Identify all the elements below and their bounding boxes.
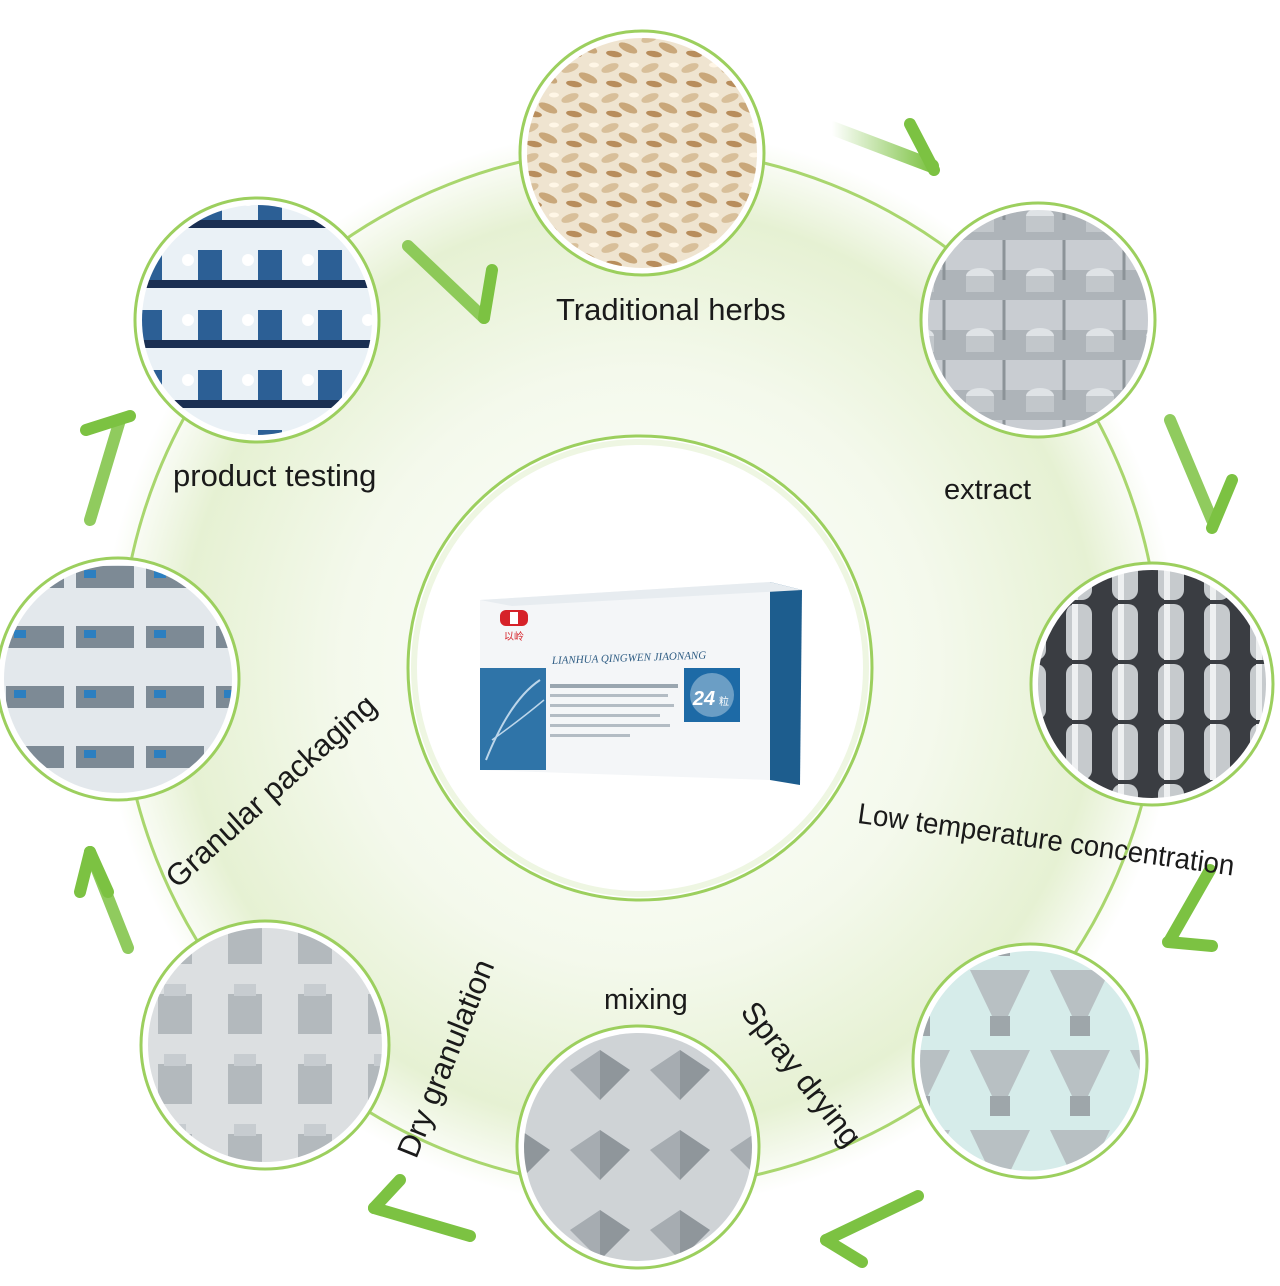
arrow-concentration-to-spray bbox=[1162, 864, 1218, 952]
arrow-granulation-to-packaging bbox=[74, 846, 134, 954]
label-mixing: mixing bbox=[604, 984, 688, 1016]
photo-granular-packaging bbox=[0, 556, 241, 802]
photo-low-temperature-concentration bbox=[1029, 561, 1275, 807]
label-product-testing: product testing bbox=[173, 458, 377, 493]
brand-logo: 以岭 bbox=[500, 610, 528, 643]
arrow-extract-to-concentration bbox=[1164, 414, 1238, 534]
photo-extract bbox=[919, 201, 1157, 439]
badge-number: 24 bbox=[692, 688, 715, 710]
photo-mixing bbox=[515, 1024, 761, 1270]
photo-dry-granulation bbox=[139, 919, 391, 1171]
box-title: LIANHUA QINGWEN JIAONANG bbox=[551, 650, 707, 667]
center-product: 24 粒 LIANHUA QINGWEN JIAONANG 以岭 bbox=[406, 434, 874, 902]
badge-unit: 粒 bbox=[719, 695, 729, 708]
photo-product-testing bbox=[133, 196, 381, 444]
product-box: 24 粒 LIANHUA QINGWEN JIAONANG 以岭 bbox=[480, 582, 802, 785]
arrow-herbs-to-extract bbox=[825, 118, 940, 176]
arrow-testing-to-herbs bbox=[402, 240, 498, 324]
label-traditional-herbs: Traditional herbs bbox=[556, 292, 786, 327]
photo-spray-drying bbox=[911, 942, 1149, 1180]
photo-traditional-herbs bbox=[518, 29, 766, 277]
label-extract: extract bbox=[944, 474, 1032, 506]
arrow-spray-to-mixing bbox=[820, 1190, 924, 1268]
arrow-packaging-to-testing bbox=[80, 410, 136, 526]
arrow-mixing-to-granulation bbox=[368, 1174, 476, 1242]
logo-text: 以岭 bbox=[504, 630, 524, 643]
